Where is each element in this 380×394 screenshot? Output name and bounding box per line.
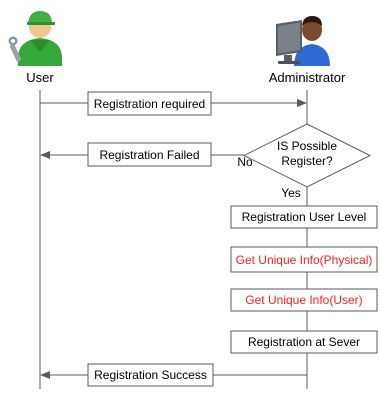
step-label: Registration User Level [242, 210, 367, 224]
decision-text-line2: Register? [281, 154, 333, 168]
actor-administrator-label: Administrator [269, 70, 346, 85]
step-get-unique-info-user [230, 288, 378, 312]
registration-failed-box [87, 142, 212, 167]
registration-required-label: Registration required [94, 97, 205, 111]
step-get-unique-info-physical [230, 246, 378, 273]
admin-computer-person-icon [276, 16, 330, 66]
registration-required-box [87, 91, 212, 116]
registration-success-label: Registration Success [94, 368, 207, 382]
step-registration-at-server [230, 330, 378, 354]
mechanic-person-icon [8, 11, 62, 66]
step-label-highlight: Get Unique Info(User) [245, 293, 362, 307]
registration-success-box [87, 363, 214, 387]
step-label: Registration at Sever [248, 335, 360, 349]
decision-diamond [242, 123, 372, 188]
registration-failed-label: Registration Failed [99, 148, 199, 162]
step-registration-user-level [230, 205, 378, 229]
decision-text-line1: IS Possible [277, 139, 337, 153]
no-label: No [237, 155, 253, 169]
step-label-highlight: Get Unique Info(Physical) [236, 253, 373, 267]
actor-user-label: User [26, 70, 54, 85]
yes-label: Yes [281, 186, 301, 200]
